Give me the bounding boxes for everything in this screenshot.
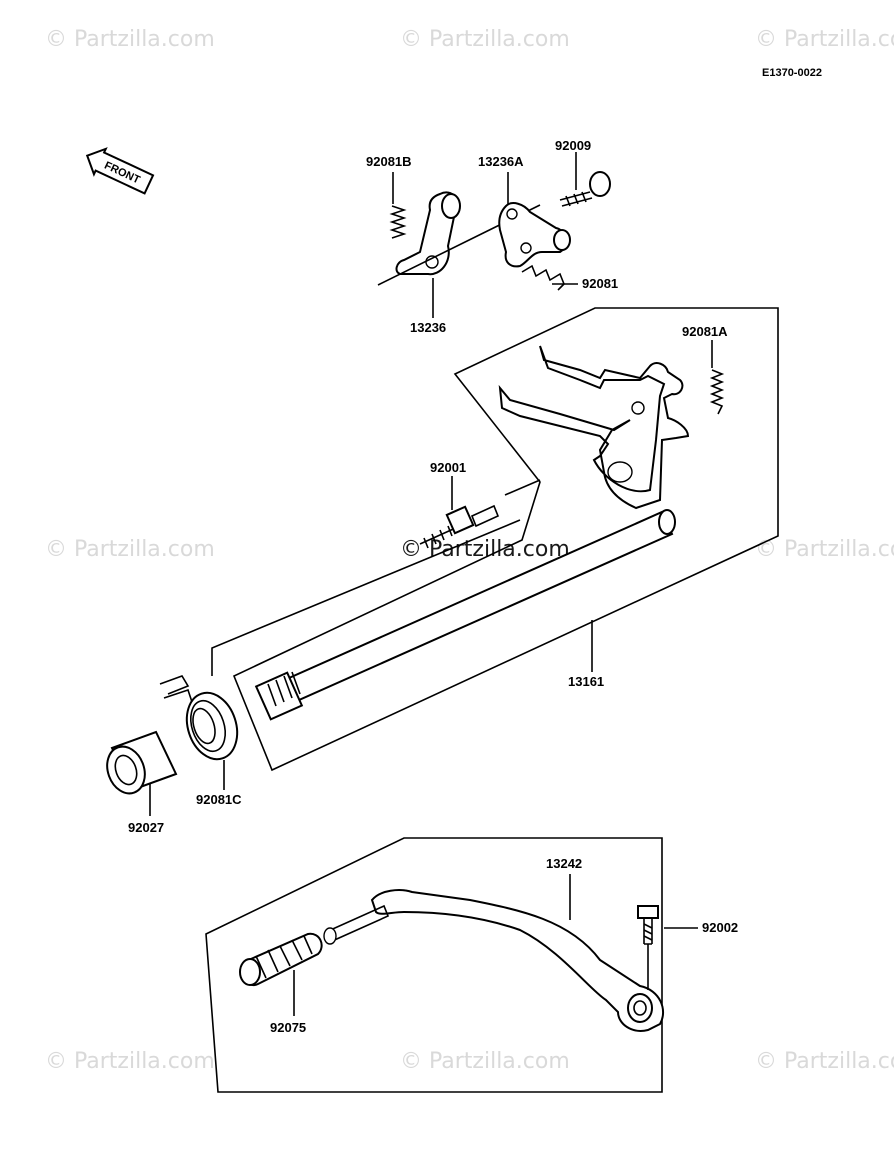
watermark: © Partzilla.com xyxy=(755,27,894,52)
front-arrow-icon: FRONT xyxy=(85,147,155,195)
spring-92081 xyxy=(521,264,565,291)
label-92081: 92081 xyxy=(582,276,618,291)
label-92002: 92002 xyxy=(702,920,738,935)
watermark: © Partzilla.com xyxy=(45,27,215,52)
label-92001: 92001 xyxy=(430,460,466,475)
watermark: © Partzilla.com xyxy=(755,537,894,562)
label-13236: 13236 xyxy=(410,320,446,335)
watermark: © Partzilla.com xyxy=(400,27,570,52)
label-92075: 92075 xyxy=(270,1020,306,1035)
watermark: © Partzilla.com xyxy=(755,1049,894,1074)
watermark: © Partzilla.com xyxy=(45,537,215,562)
bolt-92002 xyxy=(637,905,659,945)
label-92081b: 92081B xyxy=(366,154,412,169)
label-13161: 13161 xyxy=(568,674,604,689)
label-92027: 92027 xyxy=(128,820,164,835)
bolt-92009 xyxy=(559,171,611,207)
plate-13236 xyxy=(395,191,461,276)
shift-fork-assembly xyxy=(498,345,690,510)
diagram-code: E1370-0022 xyxy=(762,67,822,79)
collar-92027 xyxy=(106,730,178,795)
shaft-13161 xyxy=(254,509,676,721)
spring-92081b xyxy=(389,205,407,239)
label-13242: 13242 xyxy=(546,856,582,871)
bolt-92001 xyxy=(419,504,500,549)
label-92009: 92009 xyxy=(555,138,591,153)
spring-92081a xyxy=(709,369,725,415)
pedal-13242 xyxy=(323,889,665,1032)
watermark: © Partzilla.com xyxy=(400,1049,570,1074)
watermark: © Partzilla.com xyxy=(45,1049,215,1074)
pedal-rubber-92075 xyxy=(239,932,323,987)
spring-92081c xyxy=(159,675,239,761)
plate-13236a xyxy=(498,202,571,268)
label-13236a: 13236A xyxy=(478,154,524,169)
label-92081a: 92081A xyxy=(682,324,728,339)
label-92081c: 92081C xyxy=(196,792,242,807)
